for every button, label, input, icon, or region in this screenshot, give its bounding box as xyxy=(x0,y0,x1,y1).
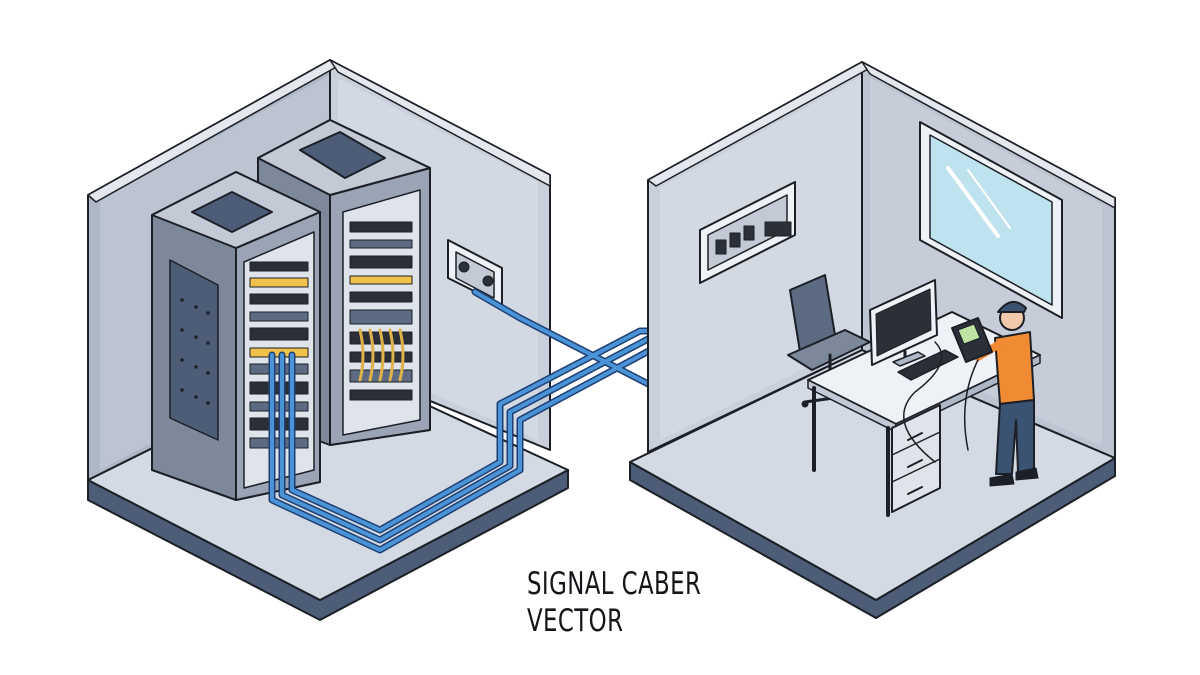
server-room xyxy=(87,59,569,621)
window-icon xyxy=(919,121,1063,319)
office-room xyxy=(629,61,1116,619)
technician-figure xyxy=(968,301,1039,487)
caption-line-2: VECTOR xyxy=(527,603,624,639)
keyboard-icon xyxy=(897,349,959,381)
office-wall-plate xyxy=(699,181,796,284)
cable-tester-icon xyxy=(951,317,993,363)
illustration-caption: SIGNAL CABER VECTOR xyxy=(527,566,701,640)
computer-monitor-icon xyxy=(869,279,938,367)
caption-line-1: SIGNAL CABER xyxy=(527,566,702,602)
